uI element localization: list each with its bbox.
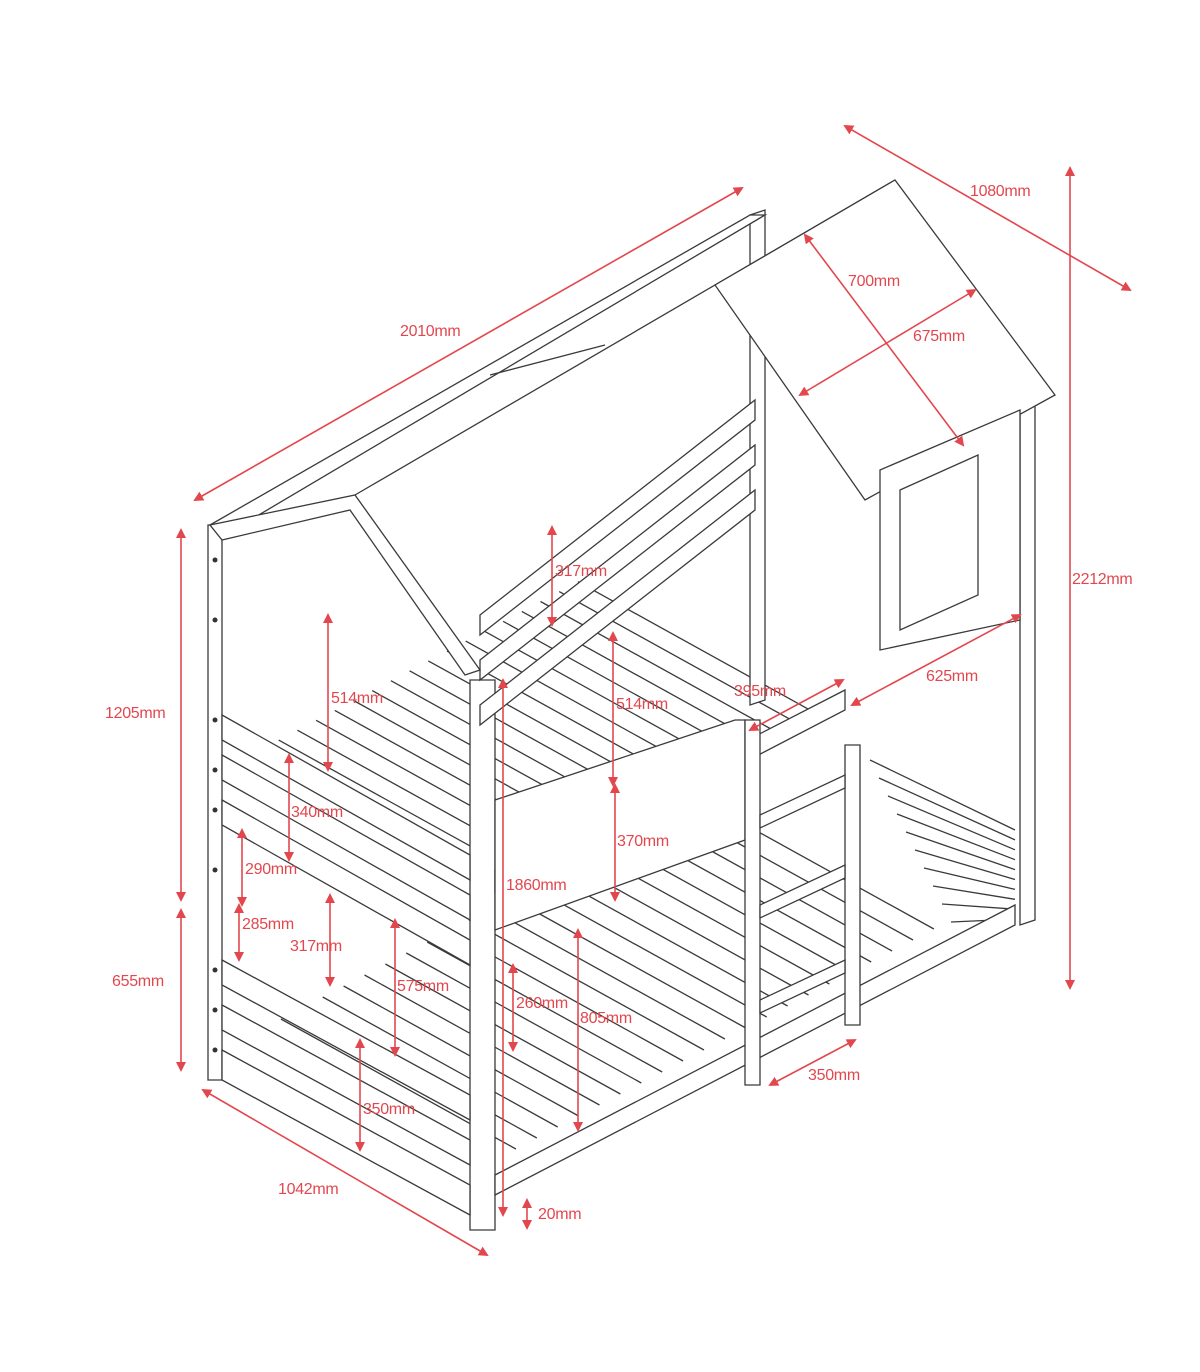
upper-slat [521, 610, 758, 742]
ladder-left-rail [744, 719, 761, 1086]
dim-overall-length: 2010mm [400, 323, 460, 340]
dimension-arrow [768, 1039, 857, 1086]
dim-lower-clearance-right: 805mm [580, 1010, 632, 1027]
dim-upper-guard-left: 340mm [291, 804, 343, 821]
bolt-dot [212, 967, 218, 973]
bolt-dot [212, 557, 218, 563]
dim-overall-height: 2212mm [1072, 571, 1132, 588]
ladder-rung [759, 863, 846, 920]
side-slat [887, 795, 1016, 851]
side-slat [896, 813, 1016, 861]
ladder-rung [759, 958, 846, 1015]
front-guard-panel [494, 719, 746, 931]
lower-slat [468, 919, 705, 1051]
window [899, 453, 979, 632]
lower-slat [510, 897, 747, 1029]
side-slat [905, 831, 1016, 871]
back-guard-rail [479, 488, 756, 727]
dim-roof-panel-width: 675mm [913, 328, 965, 345]
bolt-dot [212, 1007, 218, 1013]
front-gable [208, 494, 482, 676]
dim-lower-guard-rail: 317mm [290, 938, 342, 955]
dim-upper-clearance-left: 514mm [331, 690, 383, 707]
dimension-arrow [850, 614, 1022, 706]
dim-ladder-opening: 395mm [734, 683, 786, 700]
dim-lower-rail-front: 260mm [516, 995, 568, 1012]
dim-overall-width: 1042mm [278, 1181, 338, 1198]
dim-overall-depth: 1080mm [970, 183, 1030, 200]
dim-upper-clearance-right: 514mm [616, 696, 668, 713]
dim-ladder-width: 350mm [808, 1067, 860, 1084]
lower-slat [343, 985, 579, 1117]
bolt-dot [212, 717, 218, 723]
bolt-dot [212, 807, 218, 813]
lower-slat [489, 908, 726, 1040]
dim-floor-to-upper: 1860mm [506, 877, 566, 894]
dim-lower-side-rail: 350mm [363, 1101, 415, 1118]
bolt-dot [212, 767, 218, 773]
ladder-right-rail [844, 744, 861, 1026]
side-slat [941, 903, 1016, 910]
upper-slat [502, 620, 739, 752]
dimension-labels: 2010mm 1080mm 700mm 675mm 2212mm 1205mm … [105, 183, 1133, 1223]
dimension-arrow [843, 125, 1132, 291]
side-slat [869, 759, 1016, 831]
dimension-arrows [176, 125, 1132, 1257]
dim-upper-guard-low: 290mm [245, 861, 297, 878]
roof-left-edge [208, 214, 768, 536]
side-slat [878, 777, 1016, 841]
dim-lower-clearance: 575mm [397, 978, 449, 995]
side-slat [914, 849, 1016, 881]
dim-floor-gap: 20mm [538, 1206, 581, 1223]
dim-lower-guard-gap: 285mm [242, 916, 294, 933]
side-slat [923, 867, 1016, 891]
dimension-arrow [798, 288, 977, 397]
dimension-arrow [201, 1088, 489, 1257]
upper-slat [540, 600, 776, 733]
dim-roof-panel-height: 700mm [848, 273, 900, 290]
bolt-dot [212, 617, 218, 623]
front-right-post [469, 679, 496, 1231]
dim-upper-height: 1205mm [105, 705, 165, 722]
dim-upper-guard-right: 370mm [617, 833, 669, 850]
front-left-post [207, 524, 223, 1081]
dim-lower-height: 655mm [112, 973, 164, 990]
side-slat [932, 885, 1016, 900]
ladder-rung [759, 773, 846, 830]
lower-slat [405, 952, 642, 1084]
dim-window-side-depth: 625mm [926, 668, 978, 685]
dimension-arrow [748, 679, 845, 731]
bolt-dot [212, 1047, 218, 1053]
lower-slat [322, 996, 559, 1128]
dim-upper-rail-top: 317mm [555, 563, 607, 580]
dimension-arrow [193, 187, 744, 501]
back-right-post [1019, 404, 1036, 926]
lower-slat [531, 886, 768, 1018]
bolt-dot [212, 867, 218, 873]
